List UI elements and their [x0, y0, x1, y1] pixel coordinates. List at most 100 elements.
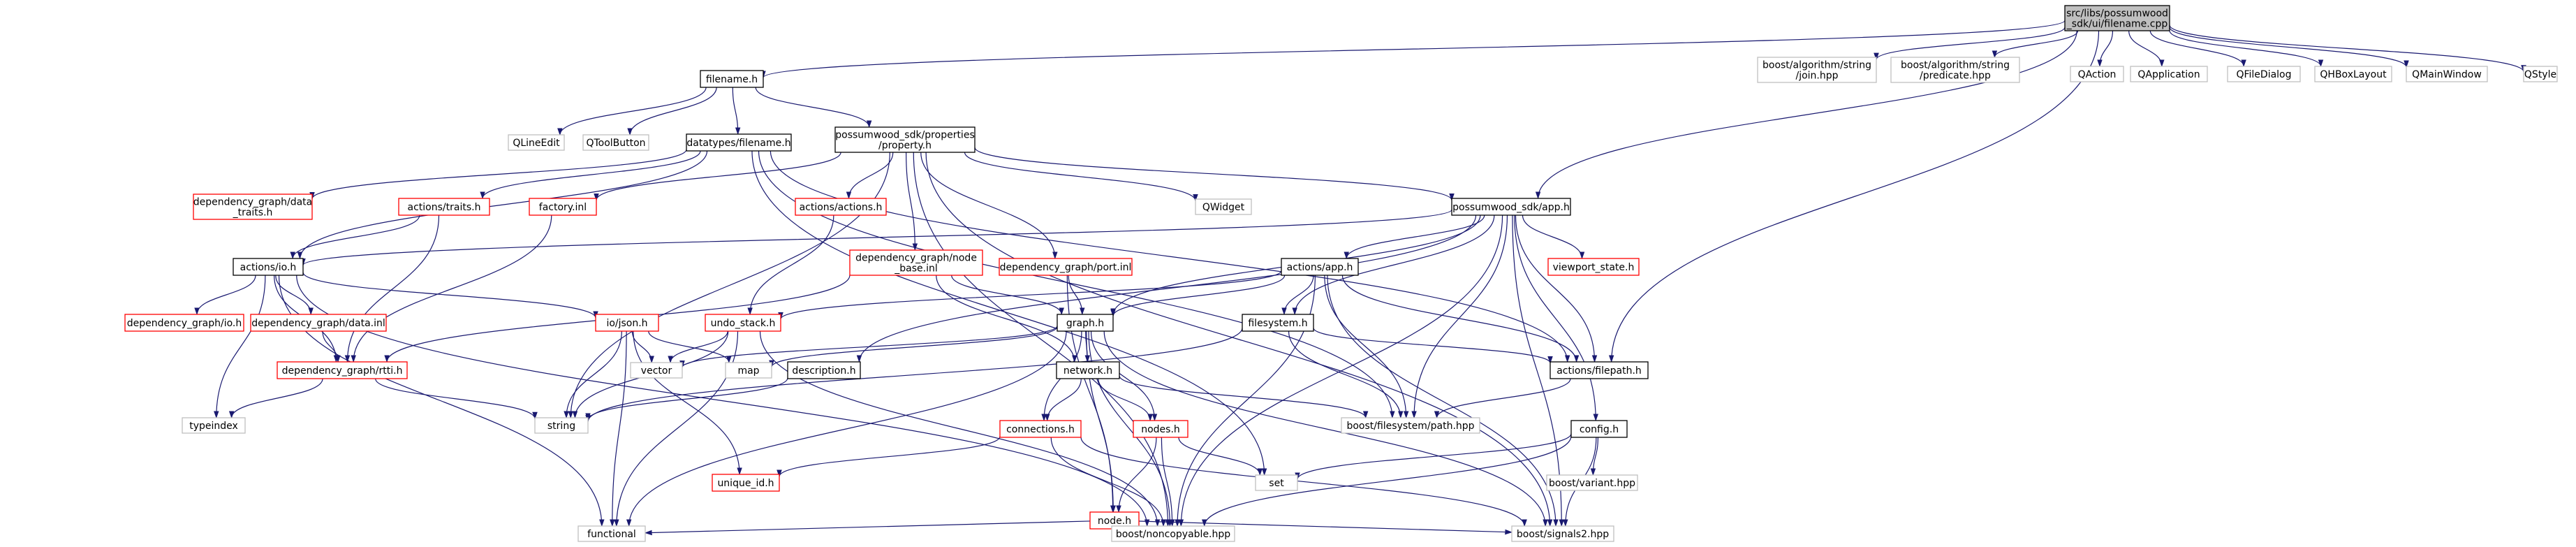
node-dg-data-inl[interactable]: dependency_graph/data.inl: [250, 314, 387, 332]
edge-network-h-to-connections-h: [1044, 378, 1082, 422]
node-actions-filepath[interactable]: actions/filepath.h: [1550, 361, 1649, 379]
edge-root-to-actions-filepath: [1608, 30, 2100, 363]
edge-graph-h-to-boost-signals2: [1103, 330, 1548, 527]
node-box: [2314, 66, 2392, 82]
node-undo-stack[interactable]: undo_stack.h: [705, 314, 781, 332]
edge-factory-inl-to-dg-rtti: [351, 214, 552, 363]
node-box: [1281, 258, 1359, 276]
edge-prop-h-to-qwidget: [964, 152, 1198, 202]
edge-root-to-boost-join: [1874, 27, 2066, 61]
node-box: [1242, 314, 1314, 332]
edge-actions-traits-to-dg-rtti: [344, 214, 440, 363]
node-label: dependency_graph/io.h: [127, 318, 242, 329]
node-box: [834, 126, 976, 153]
node-config-h[interactable]: config.h: [1570, 420, 1628, 438]
node-box: [725, 362, 772, 379]
edge-prop-h-to-app-h: [974, 147, 1455, 201]
node-label: boost/algorithm/string: [1901, 60, 2010, 71]
edge-actions-io-to-dg-io: [194, 275, 256, 316]
node-label: node.h: [1098, 516, 1131, 527]
node-actions-app[interactable]: actions/app.h: [1281, 258, 1359, 276]
edge-actions-app-to-boost-fs-path: [1324, 275, 1409, 419]
edge-io-json-to-map: [648, 330, 732, 364]
node-box: [1133, 420, 1188, 438]
node-filename-h[interactable]: filename.h: [700, 70, 764, 88]
edge-graph-h-to-vector: [679, 326, 1058, 368]
node-label: datatypes/filename.h: [686, 138, 790, 149]
node-box: [1255, 474, 1298, 491]
node-label: vector: [641, 365, 672, 377]
node-label: string: [547, 421, 575, 432]
node-connections-h[interactable]: connections.h: [999, 420, 1082, 438]
node-label: _traits.h: [233, 207, 273, 219]
node-dg-node-base[interactable]: dependency_graph/node_base.inl: [849, 249, 983, 276]
node-factory-inl[interactable]: factory.inl: [529, 198, 597, 216]
node-label: possumwood_sdk/properties: [835, 130, 974, 141]
node-label: QStyle: [2524, 69, 2556, 80]
node-box: [630, 362, 683, 379]
edge-dg-node-base-to-network-h: [936, 275, 1077, 363]
node-label: io/json.h: [606, 318, 647, 329]
edge-app-h-to-boost-signals2: [1512, 214, 1565, 527]
node-box: [849, 249, 983, 276]
node-root[interactable]: src/libs/possumwood_sdk/ui/filename.cpp: [2064, 5, 2170, 31]
edge-dg-data-inl-to-dg-rtti: [322, 330, 341, 363]
edge-actions-app-to-graph-h: [1110, 275, 1286, 317]
node-qapplication: QApplication: [2130, 66, 2208, 82]
node-label: undo_stack.h: [711, 318, 776, 329]
edge-graph-h-to-nodes-h: [1090, 330, 1158, 422]
node-box: [2523, 66, 2558, 82]
node-label: set: [1269, 478, 1284, 489]
edge-io-json-to-vector: [631, 330, 654, 364]
node-io-json[interactable]: io/json.h: [595, 314, 659, 332]
edge-graph-h-to-functional: [626, 330, 1067, 527]
node-viewport-state[interactable]: viewport_state.h: [1547, 258, 1640, 276]
node-box: [582, 134, 649, 151]
node-label: QMainWindow: [2412, 69, 2482, 80]
node-dg-rtti[interactable]: dependency_graph/rtti.h: [277, 361, 408, 379]
node-box: [1111, 525, 1235, 542]
edge-connections-h-to-boost-noncopyable: [1050, 437, 1166, 527]
node-box: [1341, 417, 1480, 434]
node-graph-h[interactable]: graph.h: [1057, 314, 1114, 332]
node-app-h[interactable]: possumwood_sdk/app.h: [1451, 198, 1571, 216]
node-box: [577, 525, 646, 542]
node-filesystem-h[interactable]: filesystem.h: [1242, 314, 1314, 332]
node-label: QToolButton: [586, 138, 645, 149]
edge-app-h-to-config-h: [1514, 214, 1599, 422]
node-prop-h[interactable]: possumwood_sdk/properties/property.h: [834, 126, 976, 153]
node-label: functional: [587, 529, 636, 540]
node-label: description.h: [792, 365, 855, 377]
node-actions-io[interactable]: actions/io.h: [233, 258, 304, 276]
node-box: [1451, 198, 1571, 216]
node-dg-data-traits[interactable]: dependency_graph/data_traits.h: [193, 194, 313, 220]
node-label: actions/filepath.h: [1556, 365, 1642, 377]
node-boost-variant: boost/variant.hpp: [1546, 474, 1638, 491]
node-box: [508, 134, 565, 151]
node-box: [534, 417, 589, 434]
node-dg-io[interactable]: dependency_graph/io.h: [124, 314, 244, 332]
node-dg-port-inl[interactable]: dependency_graph/port.inl: [999, 258, 1133, 276]
node-label: QLineEdit: [513, 138, 560, 149]
node-network-h[interactable]: network.h: [1056, 361, 1120, 379]
node-dt-filename[interactable]: datatypes/filename.h: [686, 133, 792, 152]
node-box: [999, 420, 1082, 438]
node-label: actions/traits.h: [408, 202, 481, 213]
edge-filesystem-h-to-string: [585, 328, 1243, 423]
node-description-h[interactable]: description.h: [787, 361, 861, 379]
node-box: [712, 474, 780, 492]
node-actions-actions[interactable]: actions/actions.h: [795, 198, 887, 216]
node-nodes-h[interactable]: nodes.h: [1133, 420, 1188, 438]
edge-dg-rtti-to-typeindex: [228, 378, 323, 419]
node-actions-traits[interactable]: actions/traits.h: [398, 198, 490, 216]
edge-prop-h-to-actions-actions: [846, 152, 894, 200]
edge-config-h-to-set: [1295, 433, 1572, 481]
edge-app-h-to-actions-filepath: [1515, 214, 1598, 363]
node-box: [2064, 5, 2170, 31]
node-box: [2406, 66, 2488, 82]
edge-nodes-h-to-node-h: [1116, 437, 1157, 513]
edge-actions-app-to-actions-filepath: [1341, 275, 1580, 363]
node-unique-id[interactable]: unique_id.h: [712, 474, 780, 492]
node-box: [1890, 57, 2020, 83]
